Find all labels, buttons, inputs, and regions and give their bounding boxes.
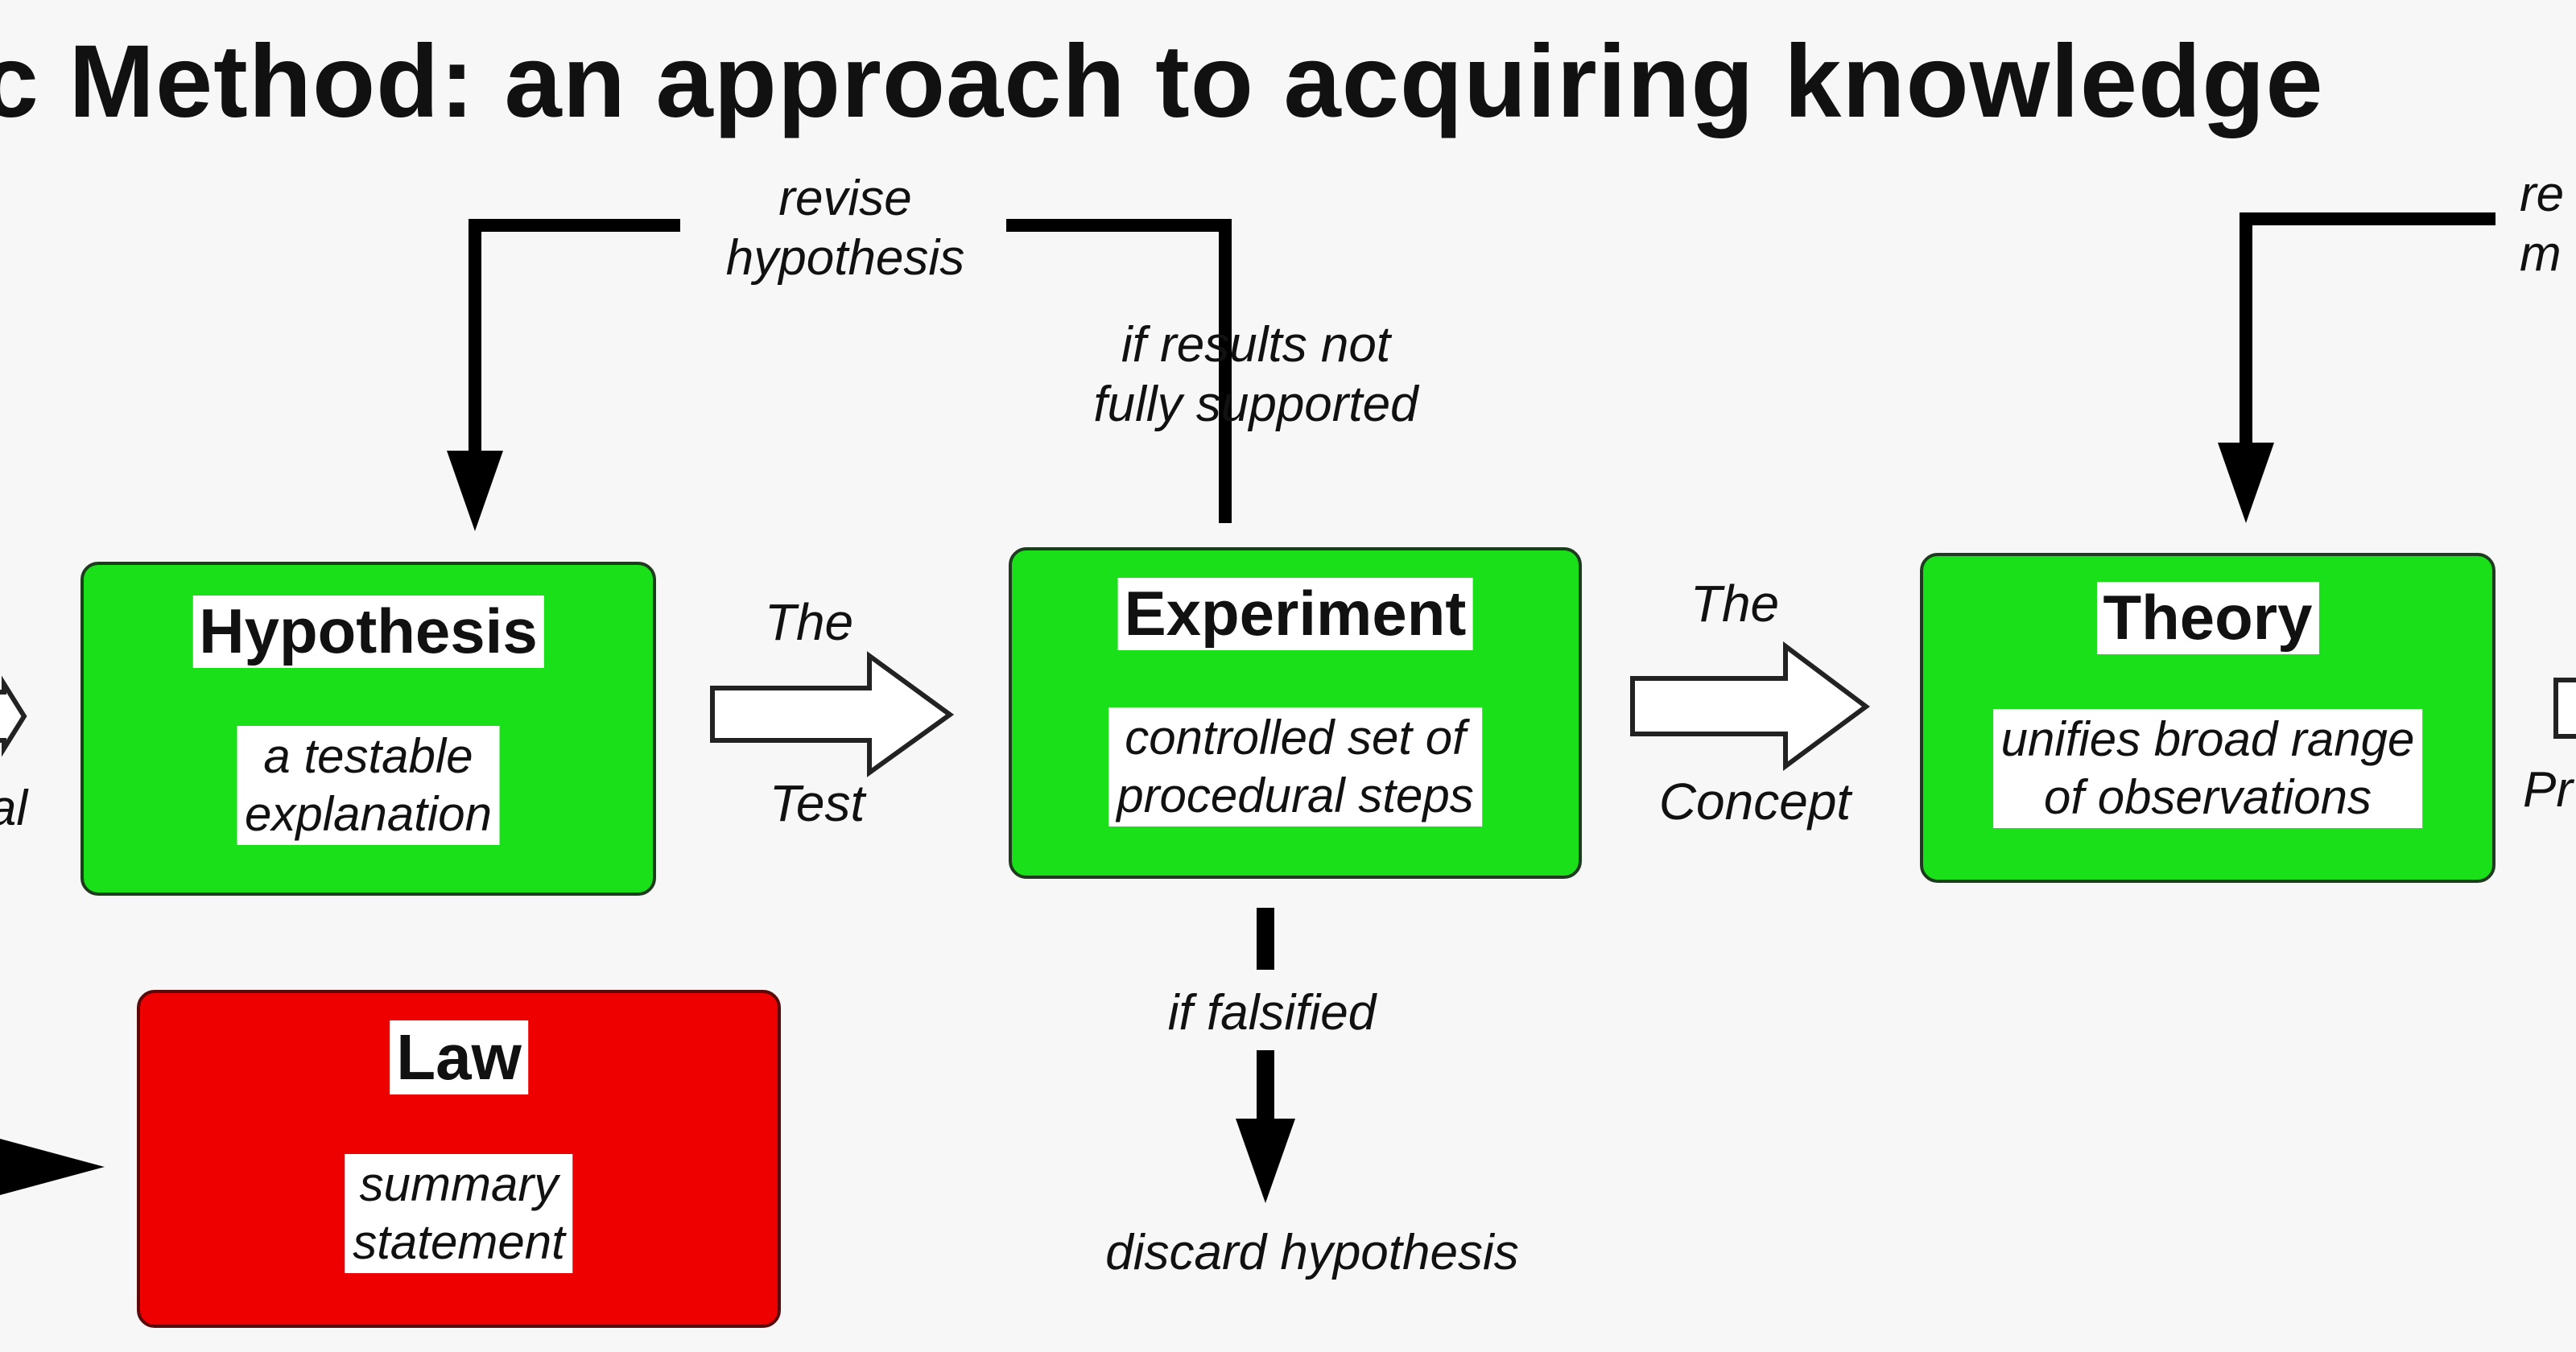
theory-title: Theory: [2096, 582, 2319, 654]
falsified-arrowhead: [1236, 1119, 1295, 1203]
hypothesis-title: Hypothesis: [192, 596, 544, 668]
hypothesis-description: a testable explanation: [237, 726, 500, 845]
law-arrowhead: [0, 1139, 105, 1195]
concept-arrow: [1630, 641, 1871, 771]
revise-hypothesis-connector-top: [469, 219, 680, 467]
results-not-supported-label: if results not fully supported: [1046, 315, 1465, 435]
discard-hypothesis-label: discard hypothesis: [1105, 1225, 1519, 1280]
law-desc-line1: summary: [359, 1157, 559, 1211]
the-test-label-top: The: [764, 593, 854, 651]
right-top-label: re m: [2520, 165, 2576, 285]
hypothesis-desc-line2: explanation: [245, 787, 492, 841]
results-not-supported-line1: if results not: [1121, 317, 1391, 373]
left-edge-label: al: [0, 781, 28, 836]
the-concept-label-bottom: Concept: [1658, 773, 1852, 831]
revise-theory-arrowhead: [2218, 443, 2274, 523]
right-edge-label: Pr: [2523, 762, 2573, 818]
experiment-box: Experiment controlled set of procedural …: [1009, 547, 1582, 879]
left-partial-arrow: [0, 675, 27, 757]
revise-hypothesis-label: revise hypothesis: [688, 169, 1002, 289]
the-test-label-bottom: Test: [769, 774, 865, 832]
revise-hypothesis-line1: revise: [778, 171, 912, 226]
theory-desc-line1: unifies broad range: [2000, 712, 2415, 766]
right-top-line2: m: [2520, 226, 2562, 282]
law-desc-line2: statement: [353, 1215, 565, 1269]
revise-hypothesis-arrowhead: [447, 451, 503, 531]
hypothesis-desc-line1: a testable: [263, 729, 473, 783]
theory-description: unifies broad range of observations: [1992, 709, 2423, 828]
hypothesis-box: Hypothesis a testable explanation: [80, 562, 656, 896]
revise-theory-connector: [2240, 212, 2496, 459]
if-falsified-label: if falsified: [1167, 985, 1377, 1041]
results-not-supported-line2: fully supported: [1093, 377, 1418, 433]
law-description: summary statement: [345, 1154, 573, 1273]
right-top-line1: re: [2520, 167, 2565, 222]
theory-desc-line2: of observations: [2044, 770, 2372, 824]
theory-box: Theory unifies broad range of observatio…: [1920, 553, 2496, 883]
law-box: Law summary statement: [137, 990, 781, 1328]
revise-hypothesis-line2: hypothesis: [725, 230, 965, 286]
experiment-title: Experiment: [1117, 578, 1473, 650]
the-concept-label-top: The: [1690, 575, 1780, 633]
experiment-description: controlled set of procedural steps: [1108, 707, 1482, 826]
diagram-title: ic Method: an approach to acquiring know…: [0, 24, 2324, 139]
experiment-desc-line1: controlled set of: [1125, 711, 1466, 765]
law-title: Law: [390, 1020, 528, 1094]
test-arrow: [710, 651, 955, 777]
right-partial-arrow: [2553, 678, 2576, 739]
experiment-desc-line2: procedural steps: [1117, 769, 1474, 822]
